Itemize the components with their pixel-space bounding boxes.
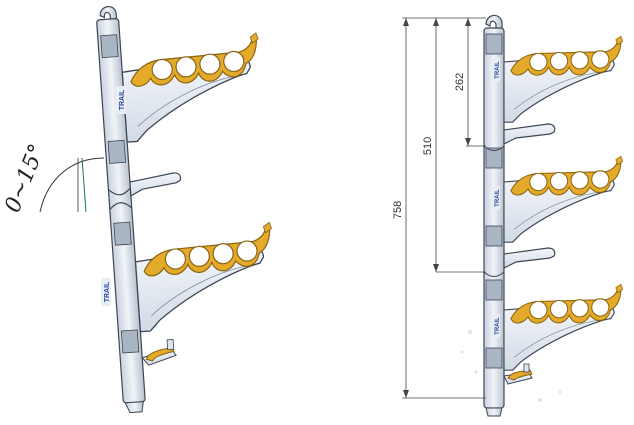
svg-text:TRAIL: TRAIL [119, 89, 126, 110]
right-logo-1: TRAIL [492, 58, 501, 82]
right-logo-2: TRAIL [492, 186, 501, 210]
dim-label-262: 262 [454, 73, 466, 91]
left-bracket-assembly [96, 6, 279, 414]
svg-text:TRAIL: TRAIL [495, 317, 501, 335]
dim-label-510: 510 [422, 137, 434, 155]
svg-text:TRAIL: TRAIL [495, 189, 501, 207]
left-logo-upper: TRAIL [116, 86, 126, 114]
dimension-arrows [403, 18, 471, 398]
svg-text:TRAIL: TRAIL [104, 281, 111, 302]
svg-text:TRAIL: TRAIL [495, 61, 501, 79]
dimension-lines [402, 17, 486, 399]
dim-label-758: 758 [392, 201, 404, 219]
right-logo-3: TRAIL [492, 314, 501, 338]
tilt-angle-indicator [39, 157, 105, 213]
right-bracket-assembly [483, 14, 624, 417]
left-logo-lower: TRAIL [101, 278, 111, 306]
angle-label: 0~15° [0, 141, 50, 217]
ground-shadow [460, 330, 562, 402]
